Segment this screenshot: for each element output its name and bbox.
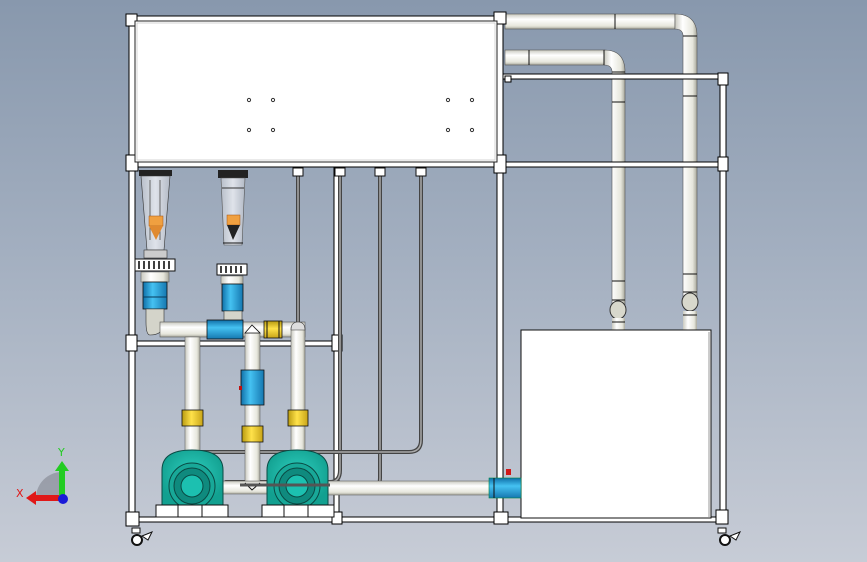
z-axis-dot [58, 494, 68, 504]
return-pipe-outer [504, 13, 699, 333]
discharge-pipe [319, 469, 522, 499]
lower-water-tank[interactable] [520, 329, 712, 519]
y-axis-arrow [55, 461, 69, 498]
rotameter-1[interactable] [134, 170, 176, 310]
frame-joints [125, 11, 729, 527]
triad-plane [36, 472, 62, 498]
x-axis-label: X [16, 487, 24, 500]
rotameter-2[interactable] [216, 170, 248, 312]
mounting-holes [246, 97, 475, 133]
pump-1[interactable] [155, 449, 229, 518]
x-axis-arrow [26, 491, 62, 505]
y-axis-label: Y [57, 446, 65, 459]
reference-triad[interactable]: X Y [16, 446, 69, 505]
caster-left [131, 527, 154, 546]
return-pipe-inner [504, 49, 627, 332]
caster-right [717, 527, 742, 546]
upper-water-tank[interactable] [134, 20, 498, 163]
tube-fittings [292, 167, 427, 177]
